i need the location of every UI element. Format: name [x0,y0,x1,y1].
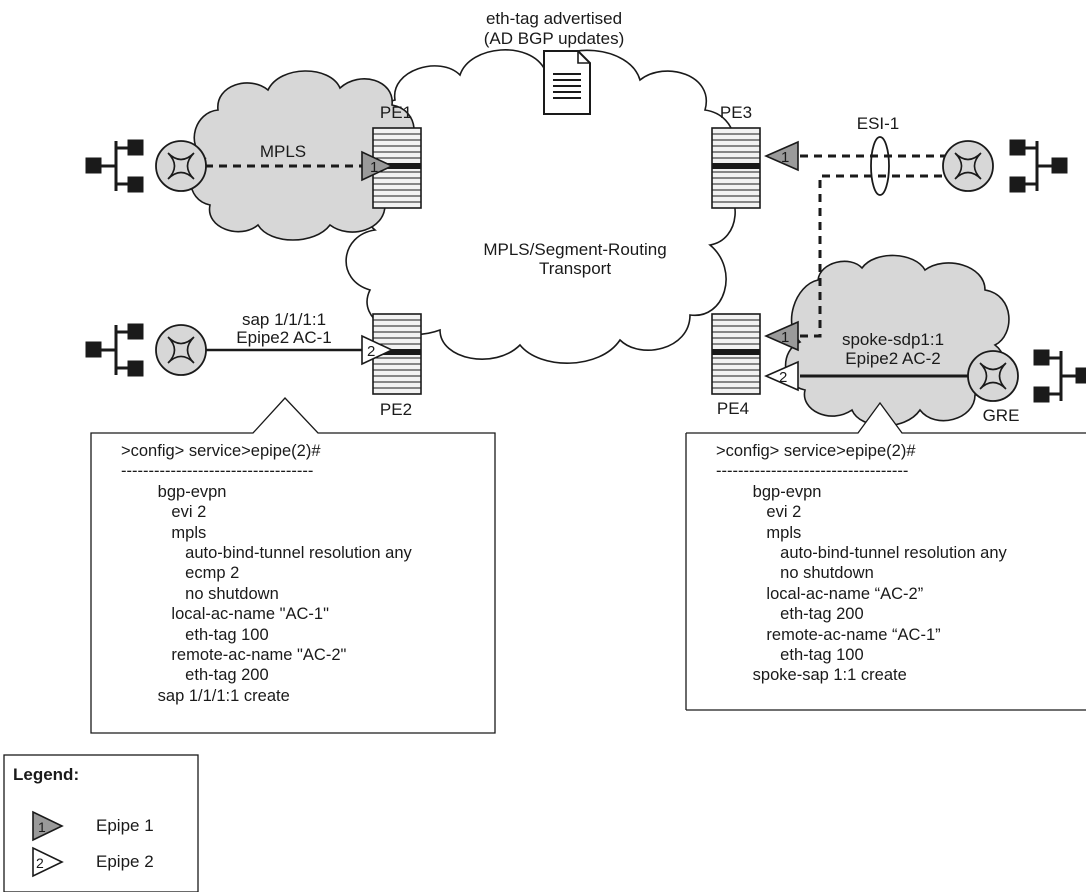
config-line: >config> service>epipe(2)# [716,442,916,460]
config-line: spoke-sap 1:1 create [716,666,907,685]
config-line: auto-bind-tunnel resolution any [121,544,412,562]
config-line: evi 2 [121,503,207,522]
config-line: bgp-evpn [716,482,822,501]
callout-right-box [685,401,1086,711]
annotation-line-1: eth-tag advertised [485,9,623,28]
core-cloud-label-1: MPLS/Segment-Routing [483,240,667,259]
config-line: no shutdown [716,564,874,583]
ce-switch-pe1-icon [155,140,207,192]
host-tree-left-bottom-icon [85,323,144,377]
pe4-epipe2-number: 2 [779,369,787,386]
config-line: mpls [121,523,207,542]
config-line: remote-ac-name “AC-1” [716,625,941,644]
pe4-esi-link-lower [800,174,945,338]
callout-left-box [90,397,496,734]
legend-epipe2-number: 2 [36,855,44,871]
ce-switch-pe2-icon [155,324,207,376]
legend-epipe1-marker [32,810,64,842]
annotation-line-2: (AD BGP updates) [483,29,625,48]
config-line: eth-tag 200 [121,666,269,685]
config-line: evi 2 [716,503,802,522]
legend-epipe2-marker [32,846,64,878]
pe4-router [711,313,761,395]
pe4-epipe1-number: 1 [781,329,789,346]
config-line: ecmp 2 [121,564,240,583]
host-tree-left-top-icon [85,139,144,193]
legend-item-epipe1: Epipe 1 [96,816,154,835]
mpls-cloud-label: MPLS [259,142,307,161]
spoke-label-2: Epipe2 AC-2 [845,349,941,368]
legend-epipe1-number: 1 [38,819,46,835]
spoke-label-1: spoke-sdp1:1 [841,330,945,349]
pe4-label: PE4 [716,399,750,418]
config-line: mpls [716,523,802,542]
pe2-label: PE2 [379,400,413,419]
pe4-epipe2-marker [764,360,799,392]
config-line: no shutdown [121,584,279,603]
pe1-label: PE1 [379,103,413,122]
ce-switch-pe3-icon [942,140,994,192]
config-line: remote-ac-name "AC-2" [121,646,347,664]
config-line: bgp-evpn [121,482,227,501]
legend-title: Legend: [13,765,80,784]
gre-label: GRE [982,406,1020,425]
pe2-epipe2-number: 2 [367,343,375,360]
pe3-router [711,127,761,209]
config-line: sap 1/1/1:1 create [121,686,290,705]
pe1-epipe1-number: 1 [370,159,378,176]
bgp-update-document-icon [543,50,591,115]
pe3-epipe1-number: 1 [781,149,789,166]
sap-label-2: Epipe2 AC-1 [236,328,332,347]
host-tree-right-top-icon [1009,139,1068,193]
config-line: eth-tag 200 [716,605,864,624]
config-line: ----------------------------------- [716,462,909,481]
config-line: ----------------------------------- [121,462,314,481]
config-line: >config> service>epipe(2)# [121,442,321,460]
core-cloud-label-2: Transport [538,259,612,278]
config-line: local-ac-name "AC-1" [121,605,329,624]
config-line: eth-tag 100 [716,646,864,664]
ce-switch-pe4-icon [967,350,1019,402]
pe1-epipe1-marker [361,150,394,182]
host-tree-right-bottom-icon [1033,349,1086,403]
legend-item-epipe2: Epipe 2 [96,852,154,871]
pe2-epipe2-marker [361,334,394,366]
esi-bundle-ellipse [870,136,890,196]
config-line: local-ac-name “AC-2” [716,584,924,603]
sap-label-1: sap 1/1/1:1 [241,310,327,329]
pe4-epipe1-marker [764,320,799,352]
pe3-label: PE3 [719,103,753,122]
pe3-epipe1-marker [764,140,799,172]
config-line: auto-bind-tunnel resolution any [716,544,1007,562]
esi-label: ESI-1 [856,114,900,133]
config-line: eth-tag 100 [121,625,269,644]
